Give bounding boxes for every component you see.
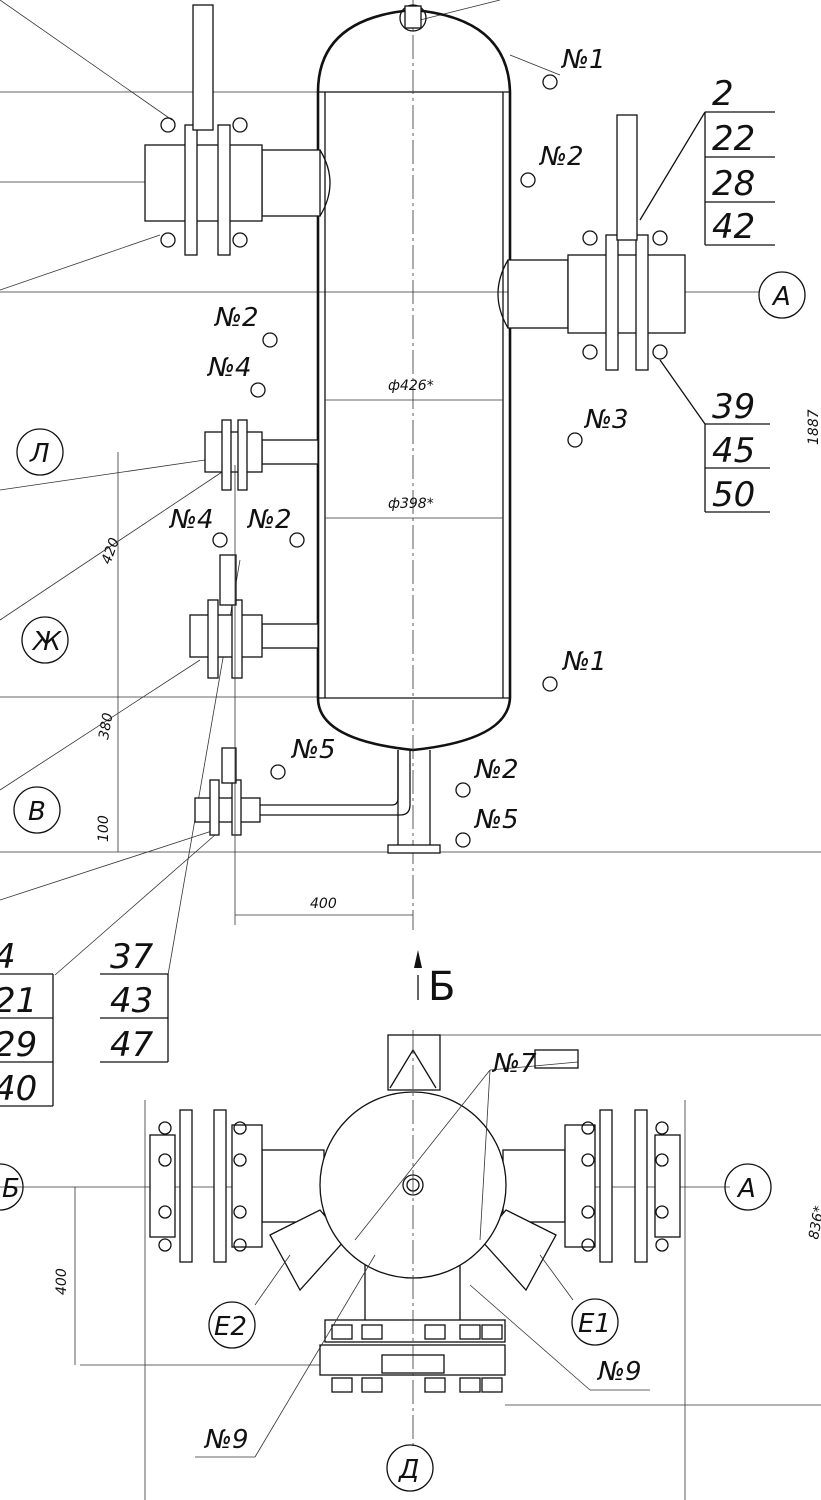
part-number: 21 xyxy=(0,981,37,1021)
dim-400-top: 400 xyxy=(54,1268,70,1295)
vessel-top-view xyxy=(149,1030,681,1458)
dim-100: 100 xyxy=(96,815,112,842)
callout-n1-top: №1 xyxy=(560,45,606,75)
callout-n9-left: №9 xyxy=(203,1425,249,1455)
part-number: 42 xyxy=(712,207,755,247)
dimension-lines xyxy=(74,399,503,1365)
callout-n2-left-upper: №2 xyxy=(213,303,259,333)
section-label: Б xyxy=(428,964,455,1010)
nozzle-upper-left xyxy=(144,4,331,256)
callout-n1-bottom: №1 xyxy=(561,647,607,677)
part-table-mid-bottom: 37 43 47 xyxy=(100,937,169,1065)
dim-inner-diameter: ф398* xyxy=(388,496,434,512)
callout-n7: №7 xyxy=(491,1049,537,1079)
part-number: 47 xyxy=(110,1025,154,1065)
part-number: 45 xyxy=(712,431,755,471)
part-number: 4 xyxy=(0,937,16,977)
marker-v: В xyxy=(28,797,46,827)
marker-b: Б xyxy=(2,1174,20,1204)
marker-d: Д xyxy=(398,1455,419,1485)
vessel-front xyxy=(316,0,512,930)
marker-a: А xyxy=(771,282,791,312)
nozzle-zh xyxy=(189,554,319,679)
callout-n5-bottom: №5 xyxy=(473,805,519,835)
callout-n3: №3 xyxy=(583,405,629,435)
part-number: 37 xyxy=(110,937,154,977)
nozzle-v xyxy=(194,747,441,854)
callout-n2-right: №2 xyxy=(538,142,584,172)
nozzle-right-a xyxy=(497,114,686,371)
callout-n4-lower: №4 xyxy=(168,505,214,535)
callout-n2-bottom: №2 xyxy=(473,755,519,785)
callout-n4-upper: №4 xyxy=(206,353,252,383)
nozzle-markers-front: А Л Ж В xyxy=(13,271,806,834)
part-number: 50 xyxy=(712,475,755,515)
callout-labels: №1 №2 №3 №2 №4 №4 №2 №1 №5 №2 №5 xyxy=(168,45,629,835)
dim-height-total: 1887 xyxy=(806,409,821,445)
part-table-right-upper: 2 22 28 42 xyxy=(639,74,775,247)
nozzle-l xyxy=(204,419,319,491)
part-table-right-lower: 39 45 50 xyxy=(659,359,770,515)
part-number: 40 xyxy=(0,1069,37,1109)
marker-l: Л xyxy=(29,439,50,469)
marker-e1: Е1 xyxy=(578,1309,611,1339)
callout-circles xyxy=(212,74,583,848)
marker-zh: Ж xyxy=(31,627,62,657)
dim-380: 380 xyxy=(96,712,116,741)
callout-n9-right: №9 xyxy=(596,1357,642,1387)
dim-outer-diameter: ф426* xyxy=(388,378,434,394)
marker-a-top: А xyxy=(736,1174,756,1204)
top-view-labels: №7 №9 №9 Б А Е1 Е2 Д 836* 400 xyxy=(0,1049,821,1492)
dim-width: 836* xyxy=(806,1205,821,1241)
dimension-texts: ф426* ф398* 1887 420 380 100 400 xyxy=(96,378,821,912)
marker-e2: Е2 xyxy=(214,1312,247,1342)
part-number: 29 xyxy=(0,1025,37,1065)
part-number: 2 xyxy=(712,74,734,114)
dim-400: 400 xyxy=(310,896,337,912)
section-arrow: Б xyxy=(414,950,455,1010)
part-number: 39 xyxy=(712,387,755,427)
part-number: 22 xyxy=(712,119,755,159)
part-number: 43 xyxy=(110,981,153,1021)
part-number: 28 xyxy=(712,164,755,204)
callout-n2-mid: №2 xyxy=(246,505,292,535)
callout-n5-left: №5 xyxy=(290,735,336,765)
dim-420: 420 xyxy=(99,536,123,567)
part-table-left-bottom: 4 21 29 40 xyxy=(0,937,54,1109)
